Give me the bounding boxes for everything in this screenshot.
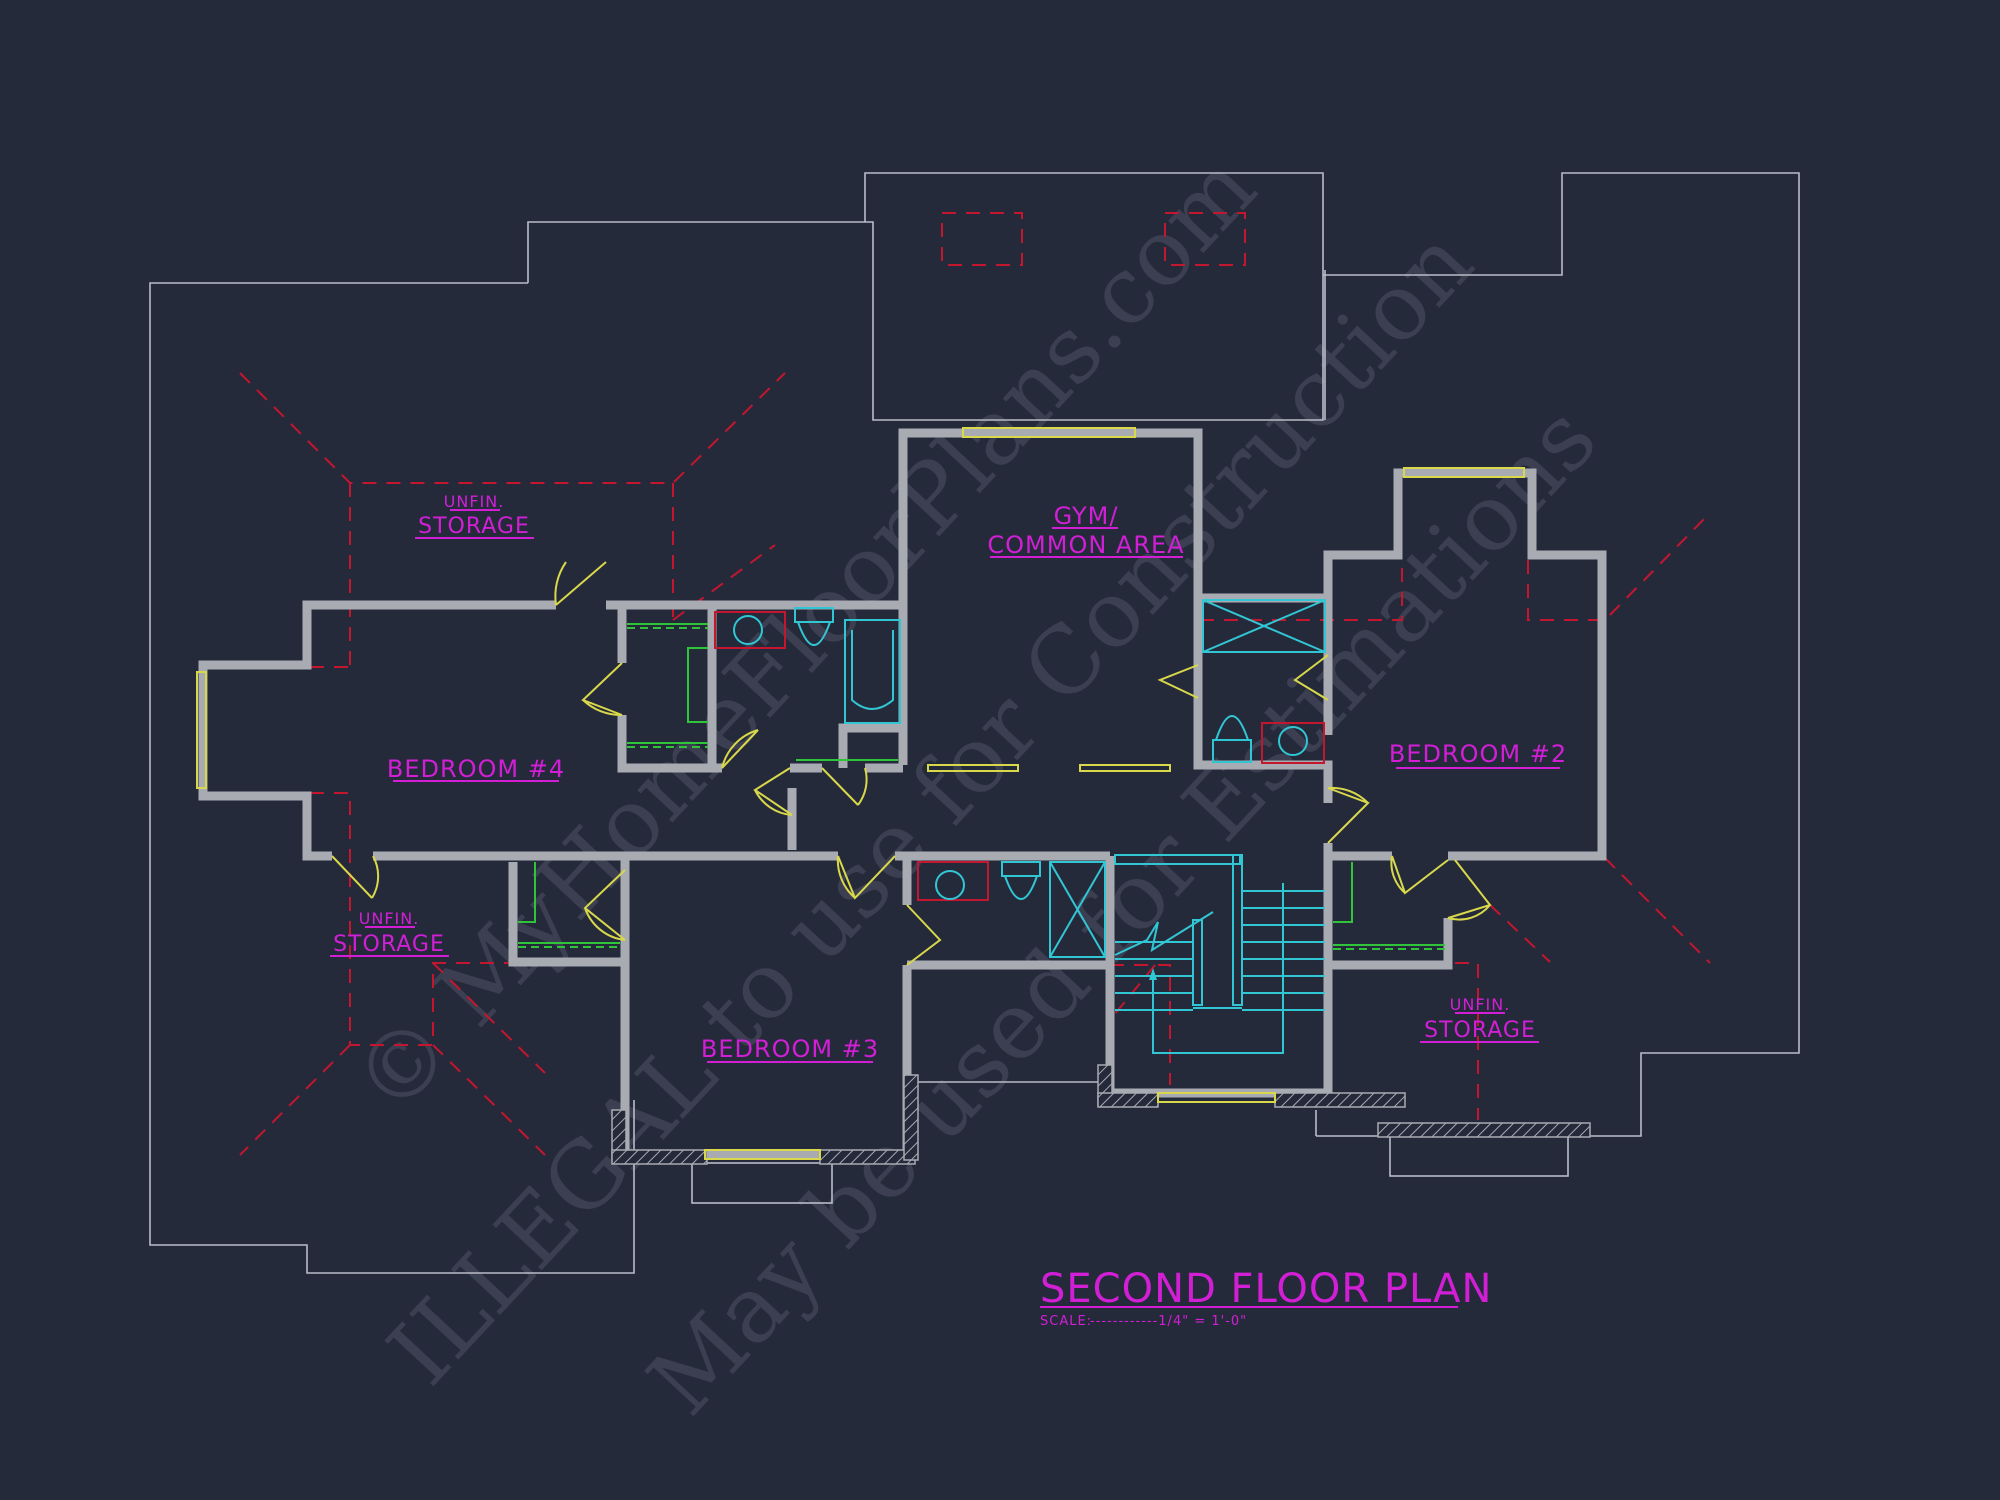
bedroom4-label: BEDROOM #4 [387,755,565,783]
storage-nw-label-line1: UNFIN. [444,492,505,511]
shower-icon-2 [1202,599,1326,653]
sink-icon-3 [1278,726,1308,756]
storage-sw-label-line1: UNFIN. [359,909,420,928]
storage-nw-label-line2: STORAGE [418,514,530,539]
exterior-hatched-walls [611,1064,1591,1165]
sink-icon-2 [935,870,965,900]
gym-label-line2: COMMON AREA [987,531,1184,559]
bedroom3-label: BEDROOM #3 [701,1035,879,1063]
storage-se-label-line1: UNFIN. [1450,995,1511,1014]
bedroom2-label: BEDROOM #2 [1389,740,1567,768]
bath-fixtures [714,599,1326,958]
closet-shelving [518,623,1445,950]
scale-label: SCALE: [1040,1314,1092,1329]
drawing-title-block: SECOND FLOOR PLAN SCALE: ------------1/4… [1040,1266,1492,1329]
sink-icon [733,615,763,645]
windows [196,427,1525,1160]
shower-icon [1049,861,1106,958]
gym-label-line1: GYM/ [1054,502,1119,530]
room-labels: GYM/ COMMON AREA BEDROOM #4 BEDROOM #3 B… [330,492,1567,1063]
stair-direction-arrow-icon [1149,968,1157,980]
doors [331,561,1492,966]
storage-sw-label-line2: STORAGE [333,932,445,957]
scale-value: ------------1/4" = 1'-0" [1090,1314,1247,1329]
drawing-title: SECOND FLOOR PLAN [1040,1266,1492,1312]
toilet-icon [797,621,831,646]
staircase [1114,854,1325,1054]
watermark: © MyHomeFloorPlans.com ILLEGAL to use fo… [333,134,1617,1435]
toilet-icon-3 [1215,715,1249,741]
bathtub-icon [844,619,901,724]
storage-se-label-line2: STORAGE [1424,1018,1536,1043]
toilet-icon-2 [1004,875,1038,900]
